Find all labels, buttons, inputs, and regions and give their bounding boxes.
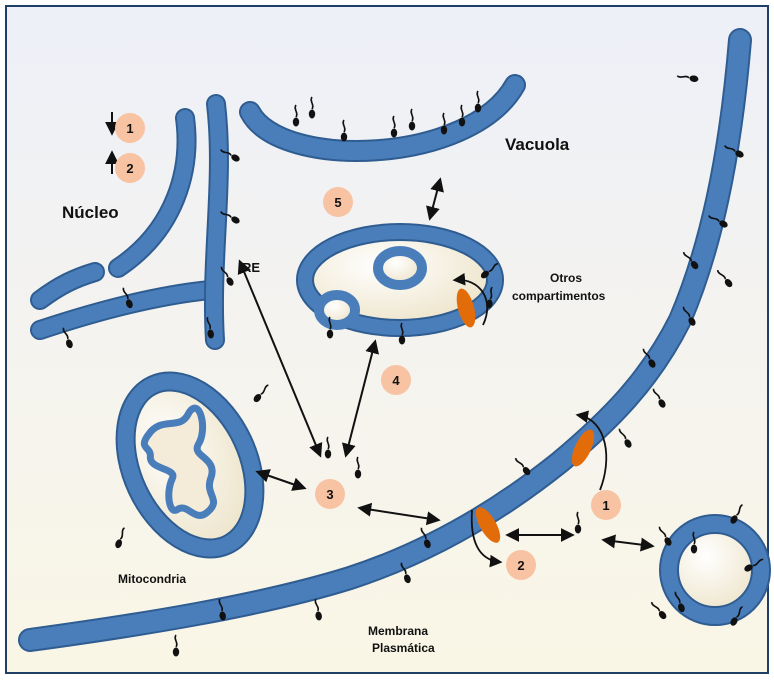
step-badge-5-label: 5	[334, 195, 341, 210]
step-badge-2-label: 2	[517, 558, 524, 573]
nucleus-label: Núcleo	[62, 203, 119, 222]
step-badge-1-label: 1	[602, 498, 609, 513]
er-label: RE	[242, 260, 260, 275]
legend-badge-1-label: 1	[126, 121, 133, 136]
plasma-membrane-label-line2: Plasmática	[372, 641, 435, 655]
mitochondria-label: Mitocondria	[118, 572, 186, 586]
other-compartments-label-line2: compartimentos	[512, 289, 606, 303]
other-compartments-label-line1: Otros	[550, 271, 582, 285]
legend-badge-2-label: 2	[126, 161, 133, 176]
step-badge-4-label: 4	[392, 373, 400, 388]
plasma-membrane-label-line1: Membrana	[368, 624, 428, 638]
step-badge-3-label: 3	[326, 487, 333, 502]
vacuole-label: Vacuola	[505, 135, 570, 154]
